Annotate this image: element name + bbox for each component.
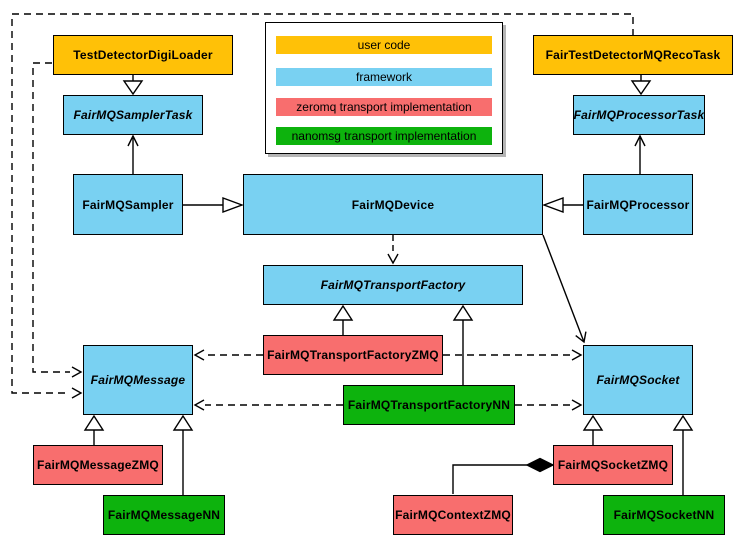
class-box-testdetectordigiloader: TestDetectorDigiLoader bbox=[53, 35, 233, 75]
edge-tfzmq-message-dependency bbox=[193, 349, 263, 361]
edge-socketnn-socket-inheritance bbox=[672, 414, 694, 495]
edge-sampler-device-inheritance bbox=[183, 196, 245, 214]
class-box-fairmqsocketnn: FairMQSocketNN bbox=[603, 495, 725, 535]
class-box-fairmqcontextzmq: FairMQContextZMQ bbox=[393, 495, 513, 535]
class-box-fairmqsampler: FairMQSampler bbox=[73, 174, 183, 235]
edge-socketzmq-socket-inheritance bbox=[582, 414, 604, 445]
edge-device-transportfactory-dependency bbox=[387, 235, 399, 265]
edge-recotask-processortask-inheritance bbox=[630, 75, 652, 96]
edge-processor-processortask-association bbox=[634, 134, 646, 174]
class-box-fairmqtransportfactory: FairMQTransportFactory bbox=[263, 265, 523, 305]
edge-tfnn-transportfactory-inheritance bbox=[452, 304, 474, 385]
legend-item-framework: framework bbox=[276, 68, 492, 86]
class-box-fairmqtransportfactoryzmq: FairMQTransportFactoryZMQ bbox=[263, 335, 443, 375]
class-box-fairmqtransportfactorynn: FairMQTransportFactoryNN bbox=[343, 385, 515, 425]
edge-tfnn-socket-dependency bbox=[515, 399, 583, 411]
class-box-fairtestdetectormqrecotask: FairTestDetectorMQRecoTask bbox=[533, 35, 733, 75]
class-box-fairmqsamplertask: FairMQSamplerTask bbox=[63, 95, 203, 135]
legend-item-zeromq: zeromq transport implementation bbox=[276, 98, 492, 116]
edge-sampler-samplertask-association bbox=[127, 134, 139, 174]
edge-contextzmq-socketzmq-composition bbox=[452, 457, 555, 494]
edge-processor-device-inheritance bbox=[541, 196, 583, 214]
edge-tfzmq-socket-dependency bbox=[443, 349, 583, 361]
edge-messagezmq-message-inheritance bbox=[83, 414, 105, 445]
class-box-fairmqprocessor: FairMQProcessor bbox=[583, 174, 693, 235]
edge-tfzmq-transportfactory-inheritance bbox=[332, 304, 354, 335]
edge-digiloader-samplertask-inheritance bbox=[122, 75, 144, 96]
edge-tfnn-message-dependency bbox=[193, 399, 343, 411]
class-box-fairmqmessagenn: FairMQMessageNN bbox=[103, 495, 225, 535]
class-box-fairmqmessage: FairMQMessage bbox=[83, 345, 193, 415]
edge-device-socket-association bbox=[542, 234, 587, 344]
class-box-fairmqsocket: FairMQSocket bbox=[583, 345, 693, 415]
class-box-fairmqmessagezmq: FairMQMessageZMQ bbox=[33, 445, 163, 485]
edge-digiloader-message-dependency bbox=[32, 62, 83, 378]
legend: user code framework zeromq transport imp… bbox=[265, 22, 503, 154]
edge-messagenn-message-inheritance bbox=[172, 414, 194, 495]
class-box-fairmqprocessortask: FairMQProcessorTask bbox=[573, 95, 705, 135]
legend-item-nanomsg: nanomsg transport implementation bbox=[276, 127, 492, 145]
legend-item-user-code: user code bbox=[276, 36, 492, 54]
class-box-fairmqsocketzmq: FairMQSocketZMQ bbox=[553, 445, 673, 485]
class-box-fairmqdevice: FairMQDevice bbox=[243, 174, 543, 235]
edge-recotask-message-dependency bbox=[11, 13, 634, 399]
